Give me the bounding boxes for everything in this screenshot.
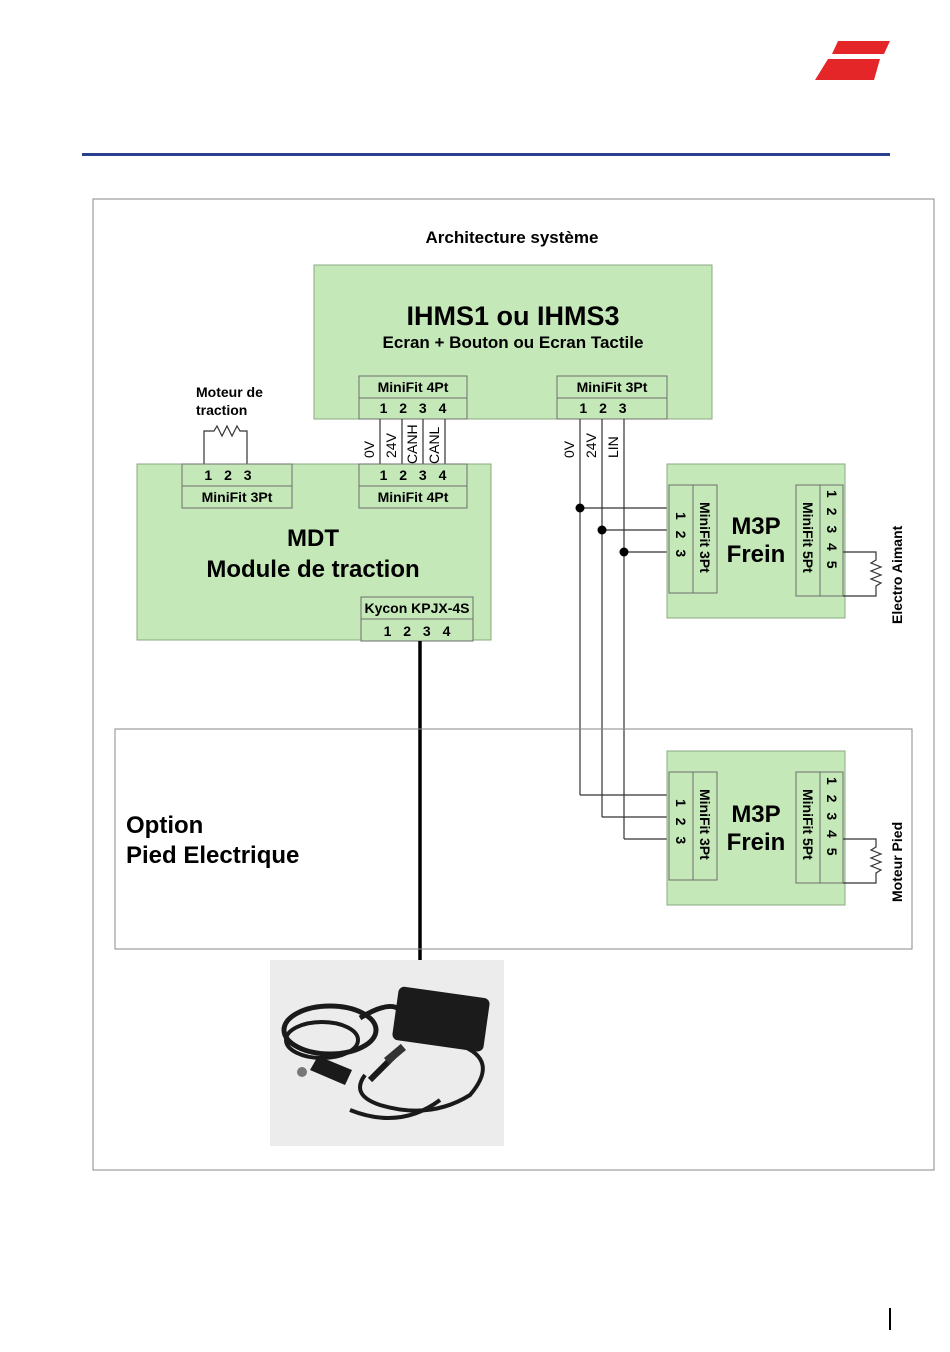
option-line-2: Pied Electrique bbox=[126, 842, 299, 869]
mdt-subtitle: Module de traction bbox=[206, 556, 419, 583]
m3p1-left-conn-label: MiniFit 3Pt bbox=[697, 502, 713, 573]
m3p2-left-pins: 1 2 3 bbox=[673, 799, 689, 844]
ihms-title: IHMS1 ou IHMS3 bbox=[406, 301, 619, 331]
power-supply-photo bbox=[270, 960, 504, 1146]
ihms-conn-3pt-label: MiniFit 3Pt bbox=[577, 379, 648, 395]
wire-label-24v: 24V bbox=[383, 432, 399, 458]
ihms-block: IHMS1 ou IHMS3 Ecran + Bouton ou Ecran T… bbox=[313, 264, 713, 420]
wire-label-canl: CANL bbox=[426, 426, 442, 464]
lin-wires: 0V 24V LIN bbox=[561, 419, 668, 840]
m3p2-load-label: Moteur Pied bbox=[889, 822, 905, 902]
ihms-conn-4pt-label: MiniFit 4Pt bbox=[378, 379, 449, 395]
mdt-conn-4pt-pins: 1 2 3 4 bbox=[380, 467, 447, 483]
ihms-conn-4pt-pins: 1 2 3 4 bbox=[380, 400, 447, 416]
diagram-title: Architecture système bbox=[426, 228, 599, 247]
mdt-conn-3pt-label: MiniFit 3Pt bbox=[202, 489, 273, 505]
wire-label-0v: 0V bbox=[361, 440, 377, 458]
page-marker bbox=[889, 1308, 891, 1330]
brand-logo bbox=[815, 41, 890, 80]
mdt-conn-3pt-pins: 1 2 3 bbox=[204, 467, 251, 483]
m3p2-left-conn-label: MiniFit 3Pt bbox=[697, 789, 713, 860]
mdt-conn-4pt-label: MiniFit 4Pt bbox=[378, 489, 449, 505]
m3p1-load-label: Electro Aimant bbox=[889, 525, 905, 624]
header-rule bbox=[82, 153, 890, 156]
wire-label-lin-24v: 24V bbox=[583, 432, 599, 458]
wire-label-canh: CANH bbox=[404, 424, 420, 464]
junction-dot bbox=[575, 503, 585, 513]
mdt-title: MDT bbox=[287, 525, 339, 552]
junction-dot bbox=[619, 547, 629, 557]
m3p1-left-pins: 1 2 3 bbox=[673, 512, 689, 557]
mdt-block: 1 2 3 MiniFit 3Pt 1 2 3 4 MiniFit 4Pt MD… bbox=[136, 463, 492, 642]
motor-label-line-1: Moteur de bbox=[196, 384, 263, 400]
m3p1-right-pins: 1 2 3 4 5 bbox=[824, 490, 840, 569]
kycon-pins: 1 2 3 4 bbox=[384, 623, 451, 639]
ihms-subtitle: Ecran + Bouton ou Ecran Tactile bbox=[383, 333, 644, 352]
traction-motor: Moteur de traction bbox=[196, 384, 263, 465]
wire-label-lin-0v: 0V bbox=[561, 440, 577, 458]
m3p2-subtitle: Frein bbox=[727, 829, 786, 856]
m3p1-right-conn-label: MiniFit 5Pt bbox=[800, 502, 816, 573]
motor-label-line-2: traction bbox=[196, 402, 247, 418]
m3p-block-2: 1 2 3 MiniFit 3Pt M3P Frein MiniFit 5Pt … bbox=[666, 750, 905, 906]
m3p-block-1: 1 2 3 MiniFit 3Pt M3P Frein MiniFit 5Pt … bbox=[666, 463, 905, 624]
m3p1-subtitle: Frein bbox=[727, 541, 786, 568]
option-box bbox=[114, 728, 913, 950]
m3p2-right-pins: 1 2 3 4 5 bbox=[824, 777, 840, 856]
wire-label-lin: LIN bbox=[605, 436, 621, 458]
diagram-frame bbox=[92, 198, 935, 1171]
kycon-label: Kycon KPJX-4S bbox=[364, 600, 469, 616]
ihms-conn-3pt-pins: 1 2 3 bbox=[579, 400, 626, 416]
m3p2-title: M3P bbox=[731, 801, 780, 828]
m3p2-right-conn-label: MiniFit 5Pt bbox=[800, 789, 816, 860]
option-line-1: Option bbox=[126, 812, 203, 839]
junction-dot bbox=[597, 525, 607, 535]
m3p1-title: M3P bbox=[731, 513, 780, 540]
can-wires: 0V 24V CANH CANL bbox=[361, 419, 446, 464]
